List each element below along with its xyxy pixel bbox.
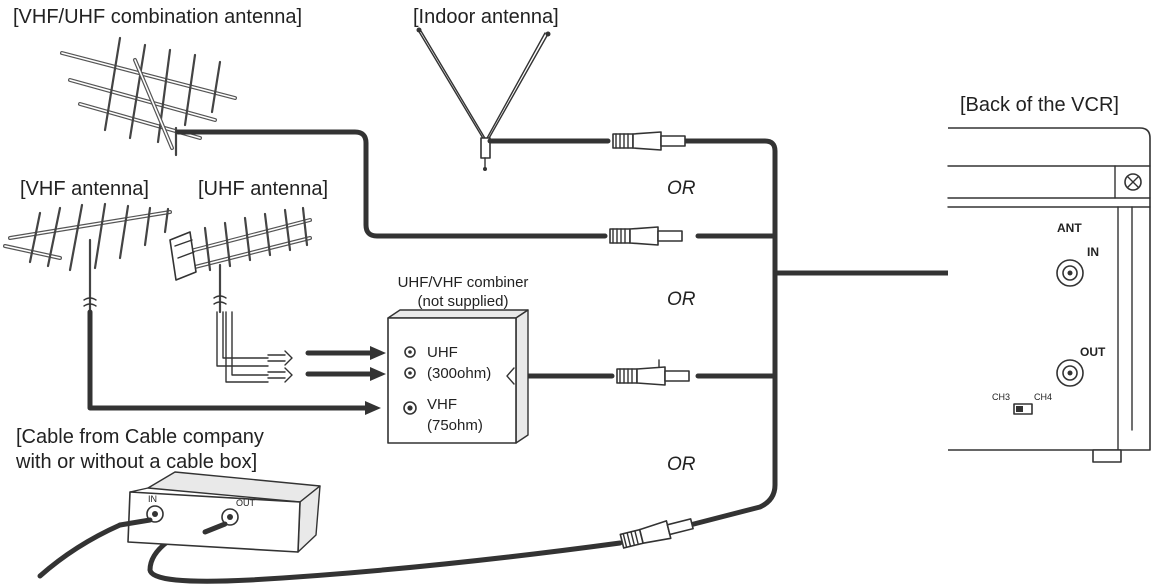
uhf-vhf-combiner-icon	[387, 309, 529, 444]
label-or-3: OR	[667, 454, 696, 475]
label-back-of-vcr: [Back of the VCR]	[960, 94, 1119, 116]
label-vcr-in: IN	[1087, 245, 1099, 259]
uhf-twin-lead	[216, 311, 293, 383]
label-or-2: OR	[667, 289, 696, 310]
label-combiner-vhf-impedance: (75ohm)	[427, 417, 483, 434]
label-vcr-ch4: CH4	[1034, 392, 1052, 402]
combiner-input-arrows	[305, 346, 386, 415]
label-vhf-uhf-combination-antenna: [VHF/UHF combination antenna]	[13, 6, 302, 28]
vhf-antenna-icon	[3, 202, 172, 314]
label-combiner-title: UHF/VHF combiner	[398, 274, 529, 291]
indoor-antenna-icon	[416, 27, 551, 171]
label-indoor-antenna: [Indoor antenna]	[413, 6, 559, 28]
vcr-back-panel	[947, 127, 1151, 463]
label-vhf-antenna: [VHF antenna]	[20, 178, 149, 200]
label-combiner-uhf: UHF	[427, 344, 458, 361]
f-connector-plug-combiner	[616, 359, 690, 386]
label-or-1: OR	[667, 178, 696, 199]
label-vcr-ch3: CH3	[992, 392, 1010, 402]
coax-bus-main	[683, 138, 778, 528]
label-combiner-uhf-impedance: (300ohm)	[427, 365, 491, 382]
coax-cable-vhf	[87, 309, 371, 411]
coax-cable-combination	[175, 129, 608, 239]
vhf-uhf-combination-antenna-icon	[60, 36, 237, 157]
label-cable-box-out: OUT	[236, 498, 256, 508]
label-cable-box-in: IN	[148, 494, 157, 504]
label-combiner-vhf: VHF	[427, 396, 457, 413]
f-connector-plug-combination	[609, 226, 683, 246]
label-cable-company-line1: [Cable from Cable company	[16, 426, 264, 448]
f-connector-plug-indoor	[612, 131, 686, 151]
coax-cable-box-in	[37, 522, 123, 579]
coax-cable-box-out	[147, 514, 623, 584]
vcr-foot	[1092, 449, 1122, 463]
label-cable-company-line2: with or without a cable box]	[15, 451, 257, 473]
label-vcr-ant: ANT	[1057, 221, 1082, 235]
label-combiner-note: (not supplied)	[418, 293, 509, 310]
cable-box-icon	[117, 471, 321, 553]
f-connector-plug-cable-box	[619, 518, 694, 549]
uhf-antenna-icon	[169, 206, 312, 314]
label-uhf-antenna: [UHF antenna]	[198, 178, 328, 200]
label-vcr-out: OUT	[1080, 345, 1106, 359]
